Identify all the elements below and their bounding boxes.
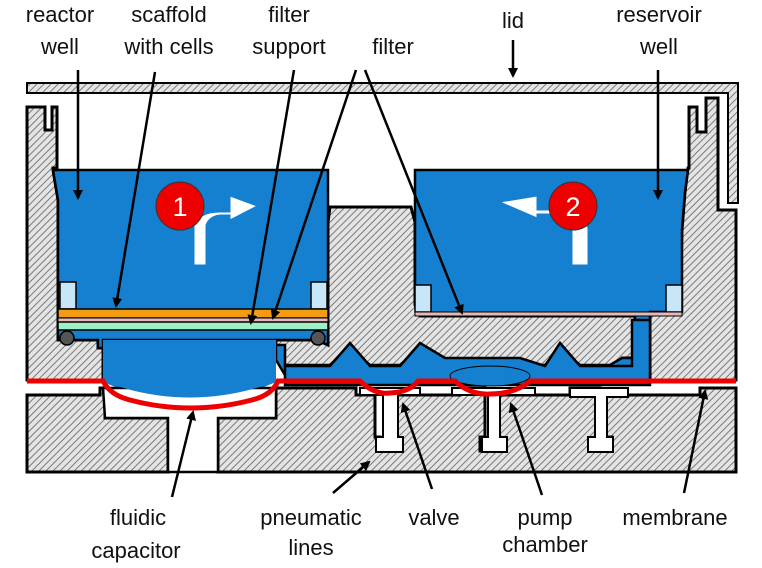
- spacer-res-left: [414, 284, 432, 313]
- label-pump-chamber-1: pump: [517, 505, 572, 530]
- flow-marker-2: 2: [498, 181, 598, 266]
- marker-2-badge: [548, 181, 598, 231]
- pointer-membrane: [682, 389, 709, 494]
- label-reactor-well-2: well: [40, 34, 79, 59]
- pointer-pump-chamber: [508, 402, 544, 496]
- o-ring-right: [310, 330, 326, 346]
- membrane: [27, 378, 736, 411]
- fluid-channel: [283, 318, 652, 387]
- label-reactor-well-1: reactor: [26, 2, 94, 27]
- label-membrane: membrane: [622, 505, 727, 530]
- base-right: [216, 386, 738, 474]
- label-valve: valve: [408, 505, 459, 530]
- pointer-scaffold: [112, 71, 157, 308]
- o-ring-left: [59, 330, 75, 346]
- label-reservoir-well-2: well: [639, 34, 678, 59]
- flow-marker-1: 1: [155, 181, 259, 266]
- pointer-fluidic-capacitor: [170, 410, 196, 498]
- label-pneumatic-lines-1: pneumatic: [260, 505, 362, 530]
- marker-1-number: 1: [172, 192, 187, 222]
- marker-2-number: 2: [565, 192, 580, 222]
- spacer-left: [59, 281, 77, 310]
- label-filter-support-2: support: [252, 34, 325, 59]
- label-fluidic-capacitor-1: fluidic: [110, 505, 166, 530]
- pointer-filter-support: [247, 69, 296, 325]
- capacitor-fluid-lower: [108, 383, 272, 398]
- label-pump-chamber-2: chamber: [502, 532, 588, 557]
- spacer-right: [310, 281, 328, 310]
- label-pneumatic-lines-2: lines: [288, 535, 333, 560]
- label-scaffold-2: with cells: [123, 34, 213, 59]
- pump-chamber-bulge: [449, 365, 531, 387]
- filter-support-layer: [57, 321, 329, 331]
- pointer-valve: [400, 402, 434, 490]
- label-scaffold-1: scaffold: [131, 2, 206, 27]
- lid: [26, 82, 739, 204]
- label-filter: filter: [372, 34, 414, 59]
- marker-1-badge: [155, 181, 205, 231]
- scaffold-layer: [57, 308, 329, 319]
- filter-layer-reservoir: [414, 311, 683, 317]
- valve2-cavity: [569, 387, 629, 453]
- label-filter-support-1: filter: [268, 2, 310, 27]
- pointer-pneumatic-lines: [332, 460, 371, 494]
- label-lid: lid: [502, 8, 524, 33]
- pointer-filter-reactor: [270, 69, 358, 320]
- spacer-res-right: [665, 284, 683, 313]
- label-fluidic-capacitor-2: capacitor: [91, 538, 180, 563]
- pointer-filter-reservoir: [363, 69, 464, 315]
- label-reservoir-well-1: reservoir: [616, 2, 702, 27]
